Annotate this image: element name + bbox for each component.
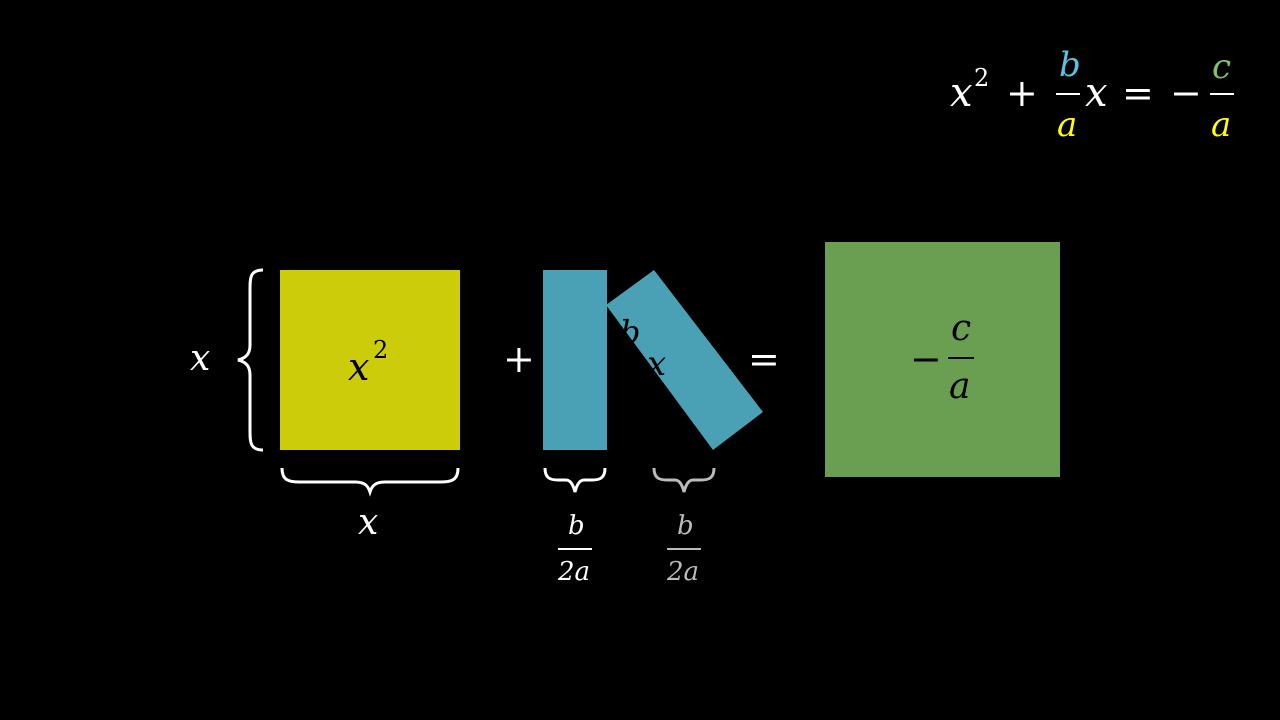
- square-side-label-left: x: [190, 338, 210, 379]
- result-fraction-bar: [948, 357, 974, 359]
- result-denominator: a: [949, 366, 970, 407]
- eq-frac-b: b: [1059, 45, 1081, 85]
- eq-minus: −: [1170, 71, 1202, 115]
- result-square: [825, 242, 1060, 477]
- eq-x-squared: x: [950, 70, 973, 116]
- x-squared-square: [280, 270, 460, 450]
- result-numerator: c: [951, 308, 971, 349]
- square-side-label-bottom: x: [358, 502, 378, 543]
- bottom-brace-square: [280, 467, 460, 497]
- tilted-width-denominator: 2a: [666, 557, 699, 587]
- eq-frac-c: c: [1212, 47, 1231, 87]
- tilted-width-fraction-bar: [667, 548, 701, 550]
- result-minus: −: [910, 337, 942, 381]
- standing-width-fraction-bar: [558, 548, 592, 550]
- eq-exponent: 2: [974, 64, 989, 92]
- eq-equals: =: [1122, 71, 1154, 115]
- plus-operator: +: [503, 337, 535, 381]
- square-area-exponent: 2: [373, 336, 388, 364]
- equals-operator: =: [748, 337, 780, 381]
- eq-fraction-bar-2: [1210, 93, 1234, 95]
- eq-frac-a: a: [1057, 105, 1077, 145]
- tilted-label-x: x: [647, 344, 666, 384]
- eq-x: x: [1085, 70, 1108, 116]
- standing-width-denominator: 2a: [557, 557, 590, 587]
- standing-width-numerator: b: [568, 511, 585, 541]
- top-equation: x 2 + b a x = − c a: [950, 45, 1234, 145]
- left-brace: [237, 268, 264, 452]
- eq-fraction-bar-1: [1056, 93, 1080, 95]
- eq-plus: +: [1006, 71, 1038, 115]
- tilted-width-numerator: b: [677, 511, 694, 541]
- eq-frac-a-2: a: [1211, 105, 1231, 145]
- square-area-label: x: [348, 345, 369, 389]
- brace-tilted: [652, 467, 716, 493]
- rect-standing: [543, 270, 607, 450]
- tilted-label-b: b: [620, 313, 640, 351]
- rect-tilted: [606, 270, 763, 450]
- brace-standing: [543, 467, 607, 493]
